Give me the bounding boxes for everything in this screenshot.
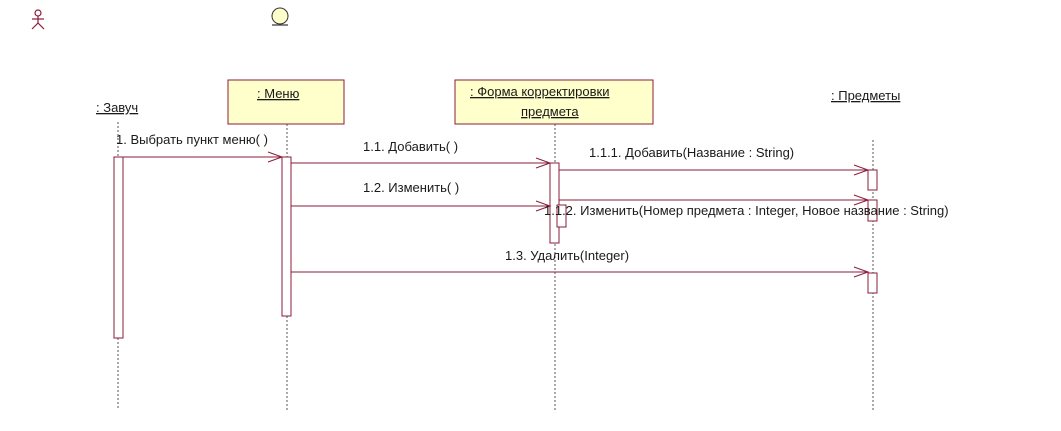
activation-form — [549, 162, 560, 244]
object-form-label-line2: предмета — [521, 104, 579, 119]
message-1-1-2[interactable] — [559, 194, 870, 206]
message-1-3-label: 1.3. Удалить(Integer) — [505, 248, 629, 263]
activation-menu — [281, 156, 292, 317]
message-1-1-label: 1.1. Добавить( ) — [363, 139, 458, 154]
activation-subjects-1 — [867, 169, 878, 191]
object-form-box[interactable] — [454, 79, 654, 125]
object-menu-label: : Меню — [257, 86, 300, 101]
object-actor-label[interactable]: : Завуч — [96, 100, 138, 115]
message-1-2-label: 1.2. Изменить( ) — [363, 180, 459, 195]
activation-actor — [113, 156, 124, 339]
object-subjects-label[interactable]: : Предметы — [831, 88, 900, 103]
message-1-1[interactable] — [291, 157, 552, 169]
activation-subjects-3 — [867, 272, 878, 294]
boundary-icon[interactable] — [271, 7, 289, 26]
object-form-label-line1: : Форма корректировки — [470, 84, 609, 99]
message-1-1-2-label: 1.1.2. Изменить(Номер предмета : Integer… — [544, 203, 949, 218]
object-menu-box[interactable] — [227, 79, 345, 125]
actor-icon[interactable] — [31, 9, 45, 30]
activation-subjects-2 — [867, 199, 878, 222]
activation-form-nested — [556, 204, 567, 228]
message-1[interactable] — [123, 151, 284, 163]
message-1-2[interactable] — [291, 200, 552, 212]
message-1-label: 1. Выбрать пункт меню( ) — [116, 132, 268, 147]
message-1-3[interactable] — [291, 266, 870, 278]
message-1-1-1-label: 1.1.1. Добавить(Название : String) — [589, 145, 794, 160]
message-1-1-1[interactable] — [559, 164, 870, 176]
